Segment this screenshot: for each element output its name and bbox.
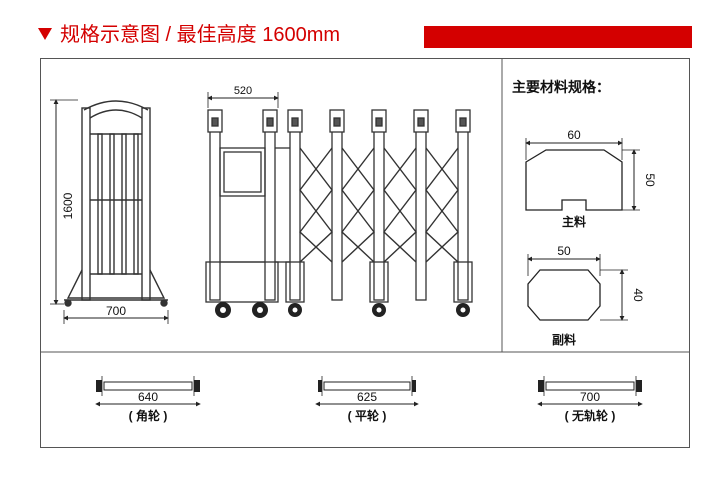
width-dim-label: 700 xyxy=(106,304,126,318)
height-dim-label: 1600 xyxy=(61,192,75,219)
main-material-profile: 60 50 主料 xyxy=(525,128,657,229)
main-material-label: 主料 xyxy=(562,214,586,229)
sub-width-label: 50 xyxy=(557,244,571,258)
main-height-label: 50 xyxy=(643,173,657,187)
wheel-flat: 625 ( 平轮 ) xyxy=(315,376,419,423)
main-width-label: 60 xyxy=(567,128,581,142)
sub-material-label: 副料 xyxy=(552,332,576,347)
module-dimension: 520 xyxy=(207,85,279,108)
width-dimension: 700 xyxy=(63,304,169,324)
wheel-type-label: ( 角轮 ) xyxy=(129,408,168,423)
gate-wheels xyxy=(215,302,470,318)
gate-front-view xyxy=(205,109,473,303)
triangle-bullet-icon xyxy=(38,28,52,40)
page-title: 规格示意图 / 最佳高度 1600mm xyxy=(60,24,341,46)
wheel-dim-label: 640 xyxy=(138,390,158,404)
wheel-type-label: ( 平轮 ) xyxy=(348,408,387,423)
height-dimension: 1600 xyxy=(50,99,78,305)
wheel-corner: 640 ( 角轮 ) xyxy=(95,376,201,423)
wheel-trackless: 700 ( 无轨轮 ) xyxy=(537,376,643,423)
wheel-dim-label: 700 xyxy=(580,390,600,404)
header-red-bar xyxy=(424,26,692,48)
materials-title: 主要材料规格： xyxy=(512,79,610,95)
module-dim-label: 520 xyxy=(234,85,252,97)
diagram-frame xyxy=(40,58,690,448)
sub-material-profile: 50 40 副料 xyxy=(527,244,645,347)
wheel-type-label: ( 无轨轮 ) xyxy=(565,408,616,423)
wheel-dim-label: 625 xyxy=(357,390,377,404)
sub-height-label: 40 xyxy=(631,288,645,302)
scissor-lattice xyxy=(299,147,459,263)
gate-side-view xyxy=(64,100,168,307)
header: 规格示意图 / 最佳高度 1600mm xyxy=(0,0,720,56)
